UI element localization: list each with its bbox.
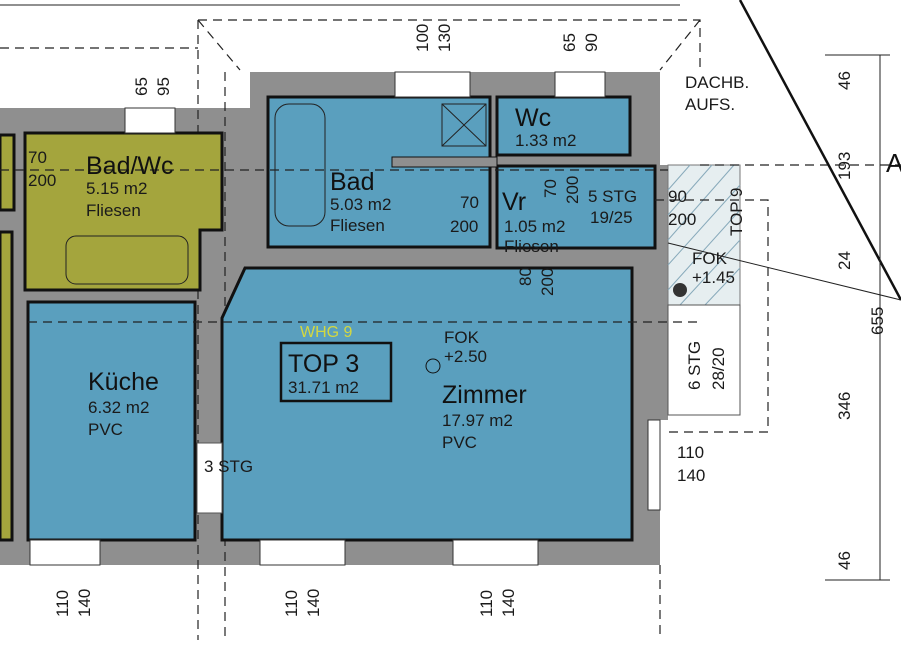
room-floor-kueche: PVC (88, 420, 123, 439)
room-floor-vr: Fliesen (504, 237, 559, 256)
room-name-bad: Bad (330, 168, 374, 196)
door-width: 70 (541, 179, 560, 198)
dimension: 24 (835, 251, 854, 270)
window-width: 100 (413, 24, 432, 52)
dimension-total: 655 (868, 307, 887, 335)
window-width: 110 (53, 590, 72, 617)
stairs-6 (667, 304, 741, 416)
window-height: 90 (582, 33, 601, 52)
unit-area: 31.71 m2 (288, 378, 359, 397)
room-area-zimmer: 17.97 m2 (442, 411, 513, 430)
door-width: 70 (28, 148, 47, 167)
room-badwc[interactable] (23, 131, 224, 292)
stairs-steps-3: 3 STG (204, 457, 253, 476)
window-width: 65 (560, 33, 579, 52)
room-zimmer[interactable] (220, 266, 634, 542)
window-height: 95 (154, 77, 173, 96)
note-aufs: AUFS. (685, 95, 735, 114)
door-height: 200 (538, 268, 557, 296)
dimension: 346 (835, 392, 854, 420)
room-name-vr: Vr (502, 188, 526, 216)
note-dachb: DACHB. (685, 73, 749, 92)
room-name-badwc: Bad/Wc (86, 152, 174, 180)
note-top9: TOP 9 (727, 187, 746, 236)
room-bad[interactable] (266, 95, 492, 249)
room-vr[interactable] (495, 164, 657, 250)
shower-drain-icon (441, 103, 487, 147)
door-width: 70 (460, 193, 479, 212)
window-width: 110 (282, 590, 301, 617)
window-height: 140 (499, 589, 518, 617)
room-floor-zimmer: PVC (442, 433, 477, 452)
axis-mark: A (886, 148, 901, 178)
window-width: 110 (477, 590, 496, 617)
room-name-wc: Wc (515, 104, 551, 132)
window-height: 130 (435, 24, 454, 52)
unit-name: TOP 3 (288, 350, 359, 378)
room-area-kueche: 6.32 m2 (88, 398, 149, 417)
room-area-wc: 1.33 m2 (515, 131, 576, 150)
bathtub-icon (274, 103, 326, 227)
door-height: 200 (450, 217, 478, 236)
stairs-ratio: 19/25 (590, 208, 633, 227)
window-width: 110 (677, 443, 704, 462)
dimension: 46 (835, 551, 854, 570)
window-height: 140 (677, 466, 705, 485)
room-name-zimmer: Zimmer (442, 381, 527, 409)
level-marker-icon (673, 283, 687, 297)
room-floor-badwc: Fliesen (86, 201, 141, 220)
room-neighbour-1 (0, 133, 16, 212)
room-area-badwc: 5.15 m2 (86, 179, 147, 198)
level-value: +2.50 (444, 347, 487, 366)
window-height: 140 (304, 589, 323, 617)
door-height: 200 (668, 210, 696, 229)
door-height: 200 (563, 176, 582, 204)
window-width: 65 (132, 77, 151, 96)
door-width: 90 (668, 187, 687, 206)
stairs-steps: 5 STG (588, 187, 637, 206)
level-marker-icon (425, 358, 441, 374)
level-label-2: FOK (692, 249, 728, 268)
window-height: 140 (75, 589, 94, 617)
room-neighbour-2 (0, 230, 14, 542)
room-area-vr: 1.05 m2 (504, 217, 565, 236)
dimension: 193 (835, 152, 854, 180)
stairs-ratio-2: 28/20 (709, 347, 728, 390)
room-name-kueche: Küche (88, 368, 159, 396)
bathtub-icon (65, 235, 189, 285)
level-value-2: +1.45 (692, 268, 735, 287)
dimension: 46 (835, 71, 854, 90)
room-floor-bad: Fliesen (330, 216, 385, 235)
stairs-steps-2: 6 STG (685, 341, 704, 390)
apartment-tag: WHG 9 (300, 324, 353, 341)
door-width: 80 (516, 267, 535, 286)
room-area-bad: 5.03 m2 (330, 195, 391, 214)
level-label: FOK (444, 328, 480, 347)
stairs-3 (196, 442, 223, 514)
door-height: 200 (28, 171, 56, 190)
room-kueche[interactable] (26, 300, 197, 542)
unit-box (279, 341, 393, 403)
